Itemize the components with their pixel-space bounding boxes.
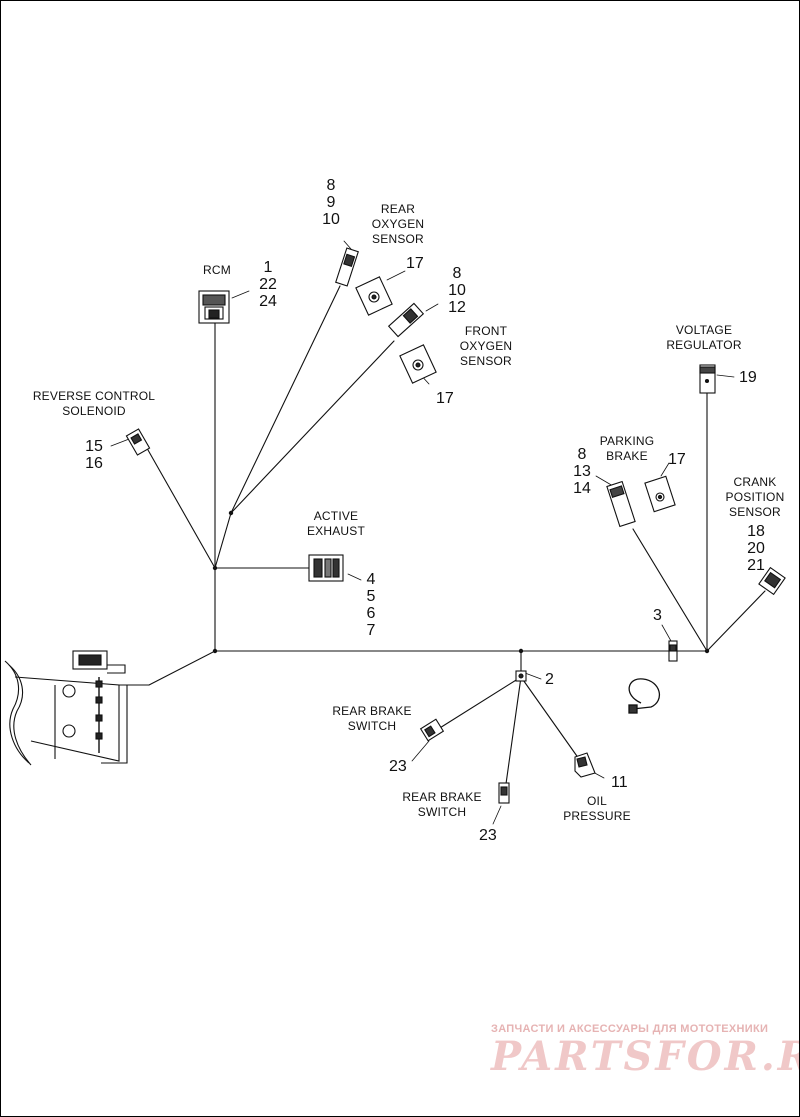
rear-oxygen-clip	[355, 276, 393, 316]
rear-oxygen-connector	[335, 247, 359, 287]
oil-pressure-callout: 11	[611, 774, 628, 791]
rcm-callouts: 1 22 24	[259, 259, 277, 310]
parking-brake-callouts: 8 13 14	[573, 446, 591, 497]
active-exhaust-connector	[308, 554, 344, 582]
oil-pressure-connector	[574, 752, 596, 778]
oil-pressure-label: OIL PRESSURE	[563, 794, 631, 823]
parking-brake-connector	[606, 480, 636, 528]
parking-brake-clip	[644, 475, 676, 513]
frame-bracket	[4, 650, 149, 766]
main-harness-wire	[148, 650, 708, 686]
reverse-solenoid-connector	[125, 428, 151, 456]
fuse-clip-callout: 3	[653, 607, 662, 624]
front-oxygen-clip	[399, 344, 437, 384]
branch-rear-brake-2	[504, 676, 522, 792]
voltage-regulator-label: VOLTAGE REGULATOR	[666, 323, 742, 352]
rear-brake-switch-2-callout: 23	[479, 827, 497, 844]
junction-callout: 2	[545, 671, 554, 688]
watermark-tagline: ЗАПЧАСТИ И АКСЕССУАРЫ ДЛЯ МОТОТЕХНИКИ	[491, 1023, 769, 1035]
junction-node	[515, 670, 527, 682]
rear-brake-switch-2-label: REAR BRAKE SWITCH	[402, 790, 482, 819]
branch-rear-oxygen	[230, 285, 341, 514]
front-oxygen-connector	[387, 302, 425, 338]
fuse-clip	[668, 640, 678, 662]
branch-parking-brake	[632, 528, 708, 652]
active-exhaust-callouts: 4 5 6 7	[366, 571, 376, 639]
crank-position-label: CRANK POSITION SENSOR	[725, 475, 785, 519]
rear-brake-switch-1-connector	[419, 718, 445, 742]
branch-oxygen-junction	[214, 512, 232, 569]
branch-crank-sensor	[706, 590, 766, 652]
front-oxygen-clip-callout: 17	[436, 390, 454, 407]
branch-reverse-solenoid	[147, 449, 216, 569]
branch-oil-pressure	[520, 676, 580, 760]
front-oxygen-callouts: 8 10 12	[448, 265, 466, 316]
reverse-control-label: REVERSE CONTROL SOLENOID	[32, 389, 156, 418]
reverse-control-callouts: 15 16	[85, 438, 103, 472]
rear-brake-switch-1-label: REAR BRAKE SWITCH	[332, 704, 412, 733]
rear-oxygen-clip-callout: 17	[406, 255, 424, 272]
branch-front-oxygen	[230, 340, 395, 514]
rcm-label: RCM	[203, 263, 231, 277]
rcm-connector	[198, 290, 230, 324]
crank-sensor-connector	[758, 566, 786, 596]
parking-brake-label: PARKING BRAKE	[599, 434, 655, 463]
rear-brake-switch-2-connector	[498, 782, 510, 804]
rear-oxygen-callouts: 8 9 10	[322, 177, 340, 228]
branch-rear-brake-1	[434, 676, 522, 732]
voltage-regulator-callout: 19	[739, 369, 757, 386]
voltage-regulator-connector	[699, 364, 716, 394]
rear-brake-switch-1-callout: 23	[389, 758, 407, 775]
cable-tie	[628, 678, 661, 714]
front-oxygen-label: FRONT OXYGEN SENSOR	[459, 324, 513, 368]
watermark-logo: PARTSFOR.RU	[491, 1033, 799, 1080]
parking-brake-clip-callout: 17	[668, 451, 686, 468]
rear-oxygen-label: REAR OXYGEN SENSOR	[371, 202, 425, 246]
crank-position-callouts: 18 20 21	[747, 523, 765, 574]
active-exhaust-label: ACTIVE EXHAUST	[306, 509, 366, 538]
